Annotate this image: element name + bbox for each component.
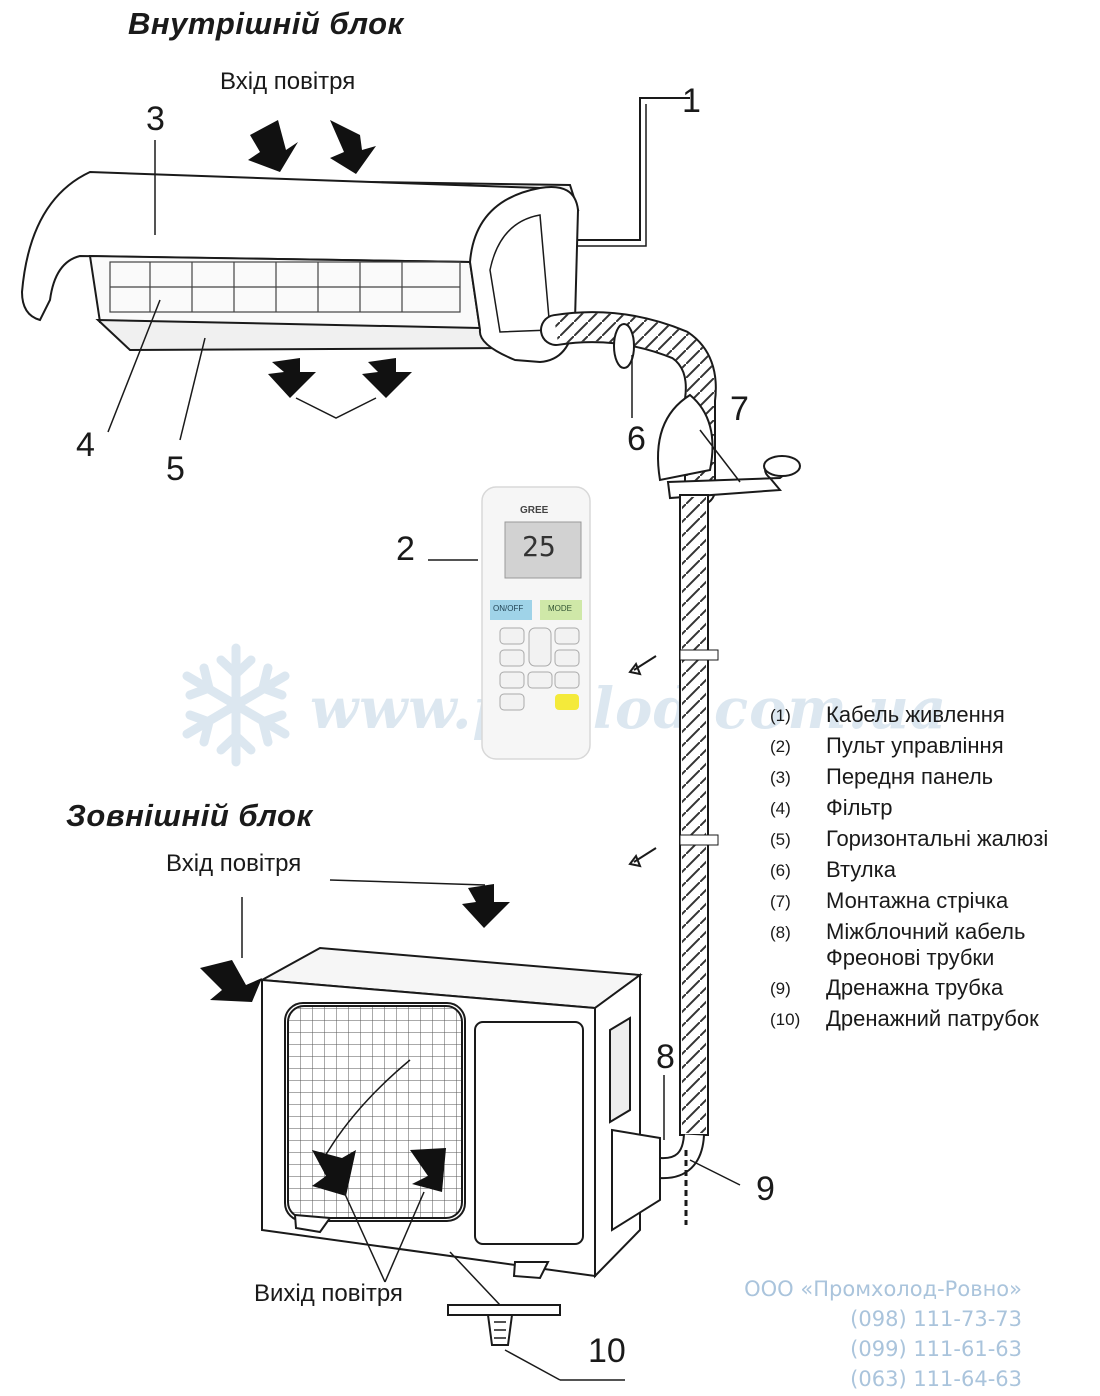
legend-text: Міжблочний кабель [826, 919, 1026, 944]
legend-text: Дренажна трубка [826, 975, 1004, 1000]
remote-onoff-button: ON/OFF [493, 604, 524, 613]
remote-brand: GREE [520, 505, 549, 516]
remote-display: 25 [522, 530, 556, 563]
legend-item: (7) Монтажна стрічка [770, 886, 1100, 917]
legend-item: (1) Кабель живлення [770, 700, 1100, 731]
legend-number: (7) [770, 892, 791, 911]
callout-3: 3 [146, 100, 165, 138]
power-cable-line [578, 97, 690, 241]
legend-number: (5) [770, 830, 791, 849]
wall-screw-icon [628, 655, 657, 868]
legend-text: Пульт управління [826, 733, 1004, 758]
legend-number: (10) [770, 1010, 801, 1029]
legend-item: (6) Втулка [770, 855, 1100, 886]
legend-text: Фільтр [826, 795, 893, 820]
snowflake-icon [182, 643, 290, 767]
company-phone: (098) 111-73-73 [850, 1307, 1022, 1331]
legend: (1) Кабель живлення (2) Пульт управління… [770, 700, 1100, 1035]
legend-number: (1) [770, 706, 791, 725]
air-intake-arrow [248, 120, 376, 174]
callout-7: 7 [730, 390, 749, 428]
legend-item: (10) Дренажний патрубок [770, 1004, 1100, 1035]
refrigerant-line [540, 311, 717, 506]
legend-text-secondary: Фреонові трубки [826, 945, 995, 970]
air-outlet-label: Вихід повітря [254, 1280, 403, 1307]
callout-4: 4 [76, 426, 95, 464]
legend-number: (3) [770, 768, 791, 787]
legend-number: (9) [770, 979, 791, 998]
mounting-strap [657, 393, 801, 500]
legend-text: Кабель живлення [826, 702, 1005, 727]
air-outlet-arrow [268, 358, 412, 398]
callout-5: 5 [166, 450, 185, 488]
vertical-pipe [659, 494, 719, 1225]
company-name: ООО «Промхолод-Ровно» [744, 1277, 1022, 1301]
legend-text: Монтажна стрічка [826, 888, 1009, 913]
legend-number: (4) [770, 799, 791, 818]
callout-10: 10 [588, 1332, 626, 1370]
callout-2: 2 [396, 530, 415, 568]
drain-nozzle [447, 1304, 561, 1346]
legend-number: (6) [770, 861, 791, 880]
legend-text: Дренажний патрубок [826, 1006, 1039, 1031]
legend-item: (8) Міжблочний кабель Фреонові трубки [770, 917, 1100, 973]
legend-item: (4) Фільтр [770, 793, 1100, 824]
callout-8: 8 [656, 1038, 675, 1076]
company-phone: (099) 111-61-63 [850, 1337, 1022, 1361]
company-contacts: ООО «Промхолод-Ровно» (098) 111-73-73 (0… [744, 1274, 1022, 1394]
legend-number: (2) [770, 737, 791, 756]
indoor-unit [20, 170, 580, 364]
remote-control [481, 486, 591, 760]
legend-text: Передня панель [826, 764, 994, 789]
remote-mode-button: MODE [548, 604, 572, 613]
callout-9: 9 [756, 1170, 775, 1208]
outdoor-unit [258, 946, 661, 1280]
callout-1: 1 [682, 82, 701, 120]
legend-item: (5) Горизонтальні жалюзі [770, 824, 1100, 855]
legend-text: Втулка [826, 857, 896, 882]
legend-number: (8) [770, 923, 791, 942]
air-intake-label-outdoor: Вхід повітря [166, 850, 302, 877]
watermark-text: www.pholod.com.ua [310, 676, 948, 742]
callout-6: 6 [627, 420, 646, 458]
company-phone: (063) 111-64-63 [850, 1367, 1022, 1391]
legend-item: (9) Дренажна трубка [770, 973, 1100, 1004]
outdoor-unit-title: Зовнішній блок [66, 798, 313, 833]
indoor-unit-title: Внутрішній блок [128, 6, 404, 41]
air-intake-label-top: Вхід повітря [220, 68, 356, 95]
legend-item: (3) Передня панель [770, 762, 1100, 793]
legend-text: Горизонтальні жалюзі [826, 826, 1049, 851]
legend-item: (2) Пульт управління [770, 731, 1100, 762]
outdoor-air-arrow [200, 884, 510, 1196]
